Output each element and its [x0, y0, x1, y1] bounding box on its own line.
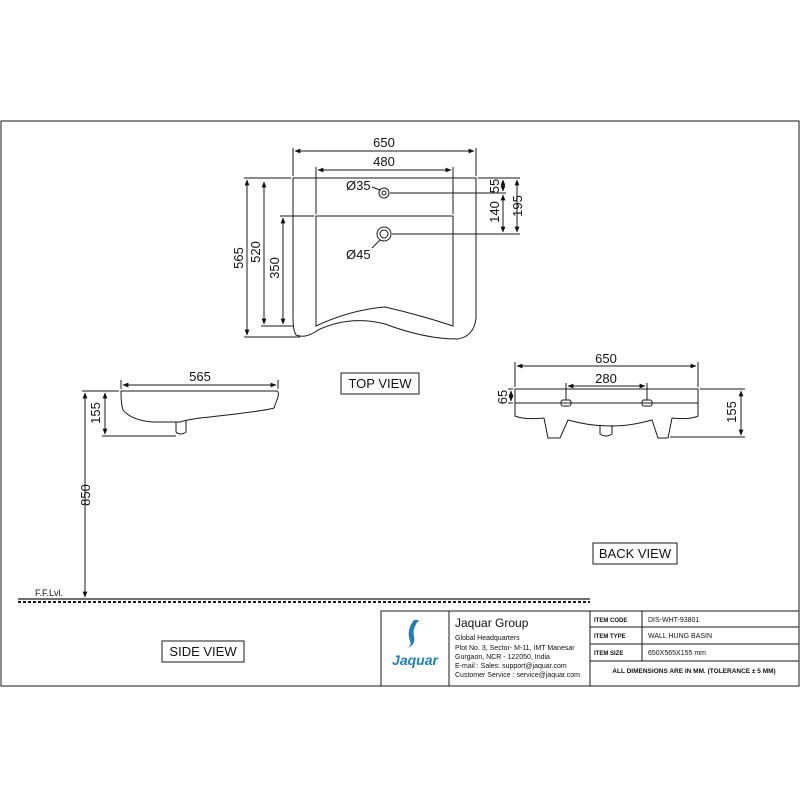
logo-text: Jaquar [392, 652, 439, 668]
dim-side-height: 155 [88, 402, 103, 424]
address-line-5: Customer Service : service@jaquar.com [455, 672, 580, 679]
waste-hole-large-inner [379, 229, 389, 239]
top-view-label-box [340, 372, 420, 395]
item-type-value: WALL HUNG BASIN [648, 633, 712, 640]
item-size-value: 650X565X155 mm [648, 650, 706, 657]
tap-hole-small-inner [381, 190, 387, 196]
dim-back-right: 155 [724, 401, 739, 423]
side-view-label-box [161, 640, 245, 663]
back-view-outline [514, 388, 699, 439]
back-view-label-box [592, 542, 678, 565]
floor-level-label: F.F.Lvl. [35, 588, 63, 598]
side-view [82, 380, 279, 598]
back-view [508, 362, 745, 439]
dim-top-width-inner: 480 [373, 154, 395, 169]
logo-mark-icon [407, 620, 419, 648]
address-line-3: Gurgaon, NCR - 122050, India [455, 654, 550, 661]
top-view [244, 148, 520, 340]
dim-top-bowl-depth: 350 [267, 257, 282, 279]
dim-side-floor-height: 850 [78, 484, 93, 506]
dim-back-left: 65 [495, 390, 510, 404]
dim-top-width-outer: 650 [373, 135, 395, 150]
top-view-label: TOP VIEW [348, 376, 412, 391]
dim-back-bracket: 280 [595, 371, 617, 386]
waste-hole-large [376, 226, 392, 242]
dim-hole-large: Ø45 [346, 247, 371, 262]
item-size-label: ITEM SIZE [594, 651, 623, 657]
dim-top-depth: 565 [231, 247, 246, 269]
dim-back-width: 650 [595, 351, 617, 366]
side-view-outline [120, 390, 279, 423]
floor-line [18, 598, 590, 603]
item-type-label: ITEM TYPE [594, 634, 626, 640]
dim-top-right-140: 140 [487, 201, 502, 223]
company-name: Jaquar Group [455, 616, 529, 630]
item-code-value: DIS-WHT-93801 [648, 617, 699, 624]
address-line-2: Plot No. 3, Sector- M-11, IMT Manesar [455, 645, 575, 652]
dim-hole-small: Ø35 [346, 178, 371, 193]
dim-top-depth-inner: 520 [248, 241, 263, 263]
side-view-label: SIDE VIEW [169, 644, 237, 659]
dim-side-depth: 565 [189, 369, 211, 384]
dim-top-right-55: 55 [487, 179, 502, 193]
jaquar-logo: Jaquar [392, 620, 440, 668]
dim-top-right-195: 195 [510, 195, 525, 217]
top-view-bowl [315, 215, 454, 327]
address-line-1: Global Headquarters [455, 635, 520, 642]
address-line-4: E-mail : Sales: support@jaquar.com [455, 663, 567, 670]
back-view-label: BACK VIEW [599, 546, 672, 561]
title-block [380, 610, 800, 687]
top-view-outline [292, 177, 477, 340]
item-code-label: ITEM CODE [594, 618, 627, 624]
tap-hole-small [378, 187, 390, 199]
dimensions-note: ALL DIMENSIONS ARE IN MM. (TOLERANCE ± 5… [612, 668, 775, 675]
side-view-drain [175, 420, 187, 435]
